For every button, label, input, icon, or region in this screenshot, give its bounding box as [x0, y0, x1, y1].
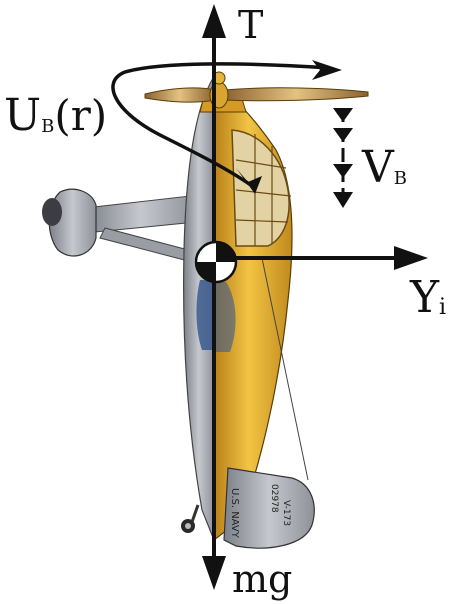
thrust-arrowhead: [202, 4, 226, 38]
weight-label: mg: [232, 557, 292, 601]
model-marking: V-173: [281, 500, 291, 526]
rotor-velocity-arg: (r): [54, 91, 107, 140]
descent-velocity-arrow: [333, 108, 353, 208]
brace-wire: [261, 257, 309, 481]
rotor-rotation-arrowhead-top: [312, 60, 342, 80]
center-of-mass-symbol: [194, 240, 238, 284]
lateral-force-arrowhead: [394, 246, 428, 270]
rotor-velocity-main: U: [4, 90, 41, 141]
rotor-rotation-arrow: [111, 62, 331, 190]
propeller: [144, 71, 369, 109]
insignia: [196, 280, 236, 352]
lateral-force-main: Y: [409, 272, 440, 323]
weight-arrowhead: [202, 556, 226, 590]
cockpit-canopy: [231, 129, 290, 247]
rotor-rotation-arrowhead: [236, 168, 262, 194]
thrust-label: T: [238, 3, 263, 47]
descent-velocity-label: VB: [361, 142, 407, 193]
rotor-velocity-label: UB(r): [4, 90, 107, 141]
fin-assembly: U.S. NAVY 02978 V-173: [223, 467, 315, 549]
serial-marking: 02978: [269, 484, 279, 513]
descent-velocity-sub: B: [394, 168, 407, 189]
tail-wheel: [181, 504, 200, 533]
rotor-velocity-sub: B: [41, 116, 54, 137]
lateral-force-sub: i: [439, 295, 446, 320]
tail-assembly: [42, 188, 197, 263]
navy-marking: U.S. NAVY: [229, 488, 240, 539]
lateral-force-label: Yi: [409, 272, 446, 323]
descent-velocity-main: V: [361, 142, 395, 193]
